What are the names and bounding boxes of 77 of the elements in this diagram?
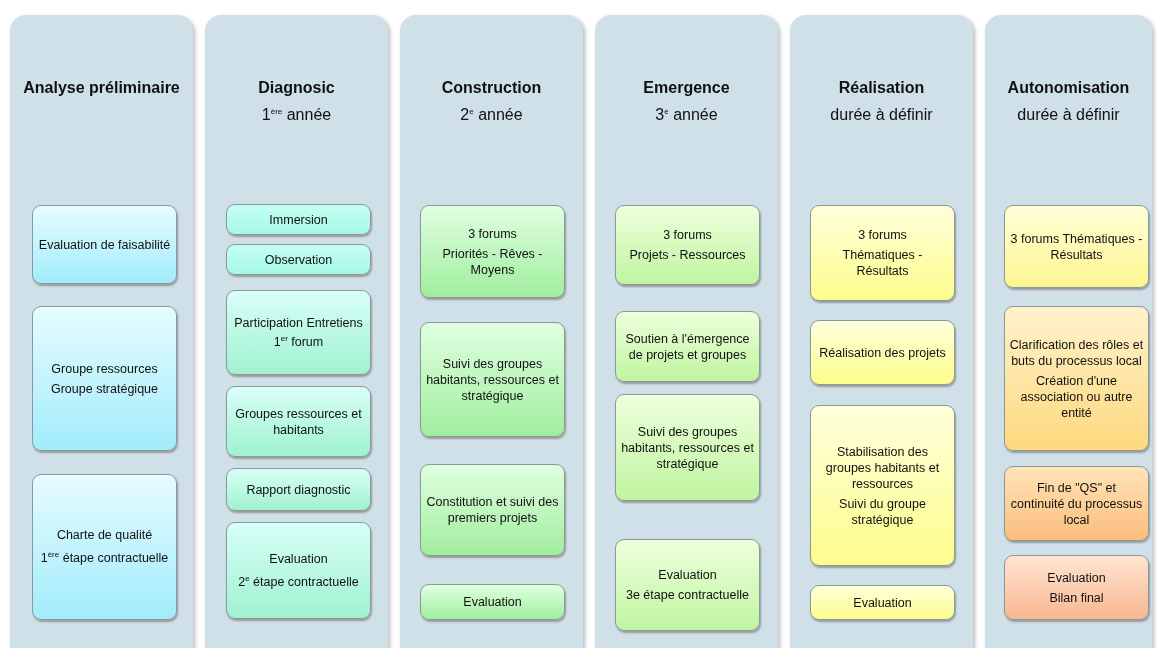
phase-title: Autonomisation: [1007, 78, 1130, 98]
step-box: [810, 405, 955, 566]
step-text: Groupe ressources: [51, 360, 158, 377]
step-text: 3e étape contractuelle: [626, 587, 749, 603]
step-box: [226, 244, 371, 275]
step-text: Suivi du groupe stratégique: [838, 495, 927, 528]
step-text: Rapport diagnostic: [246, 481, 351, 498]
step-box: [1004, 466, 1149, 541]
step-text: Participation Entretiens 1$^{er}$ forum: [233, 314, 364, 351]
step-text: Réalisation des projets: [819, 344, 946, 361]
step-text: Charte de qualité: [56, 527, 153, 544]
phase-title: Emergence: [643, 78, 730, 98]
step-text: Clarification des rôles et buts du processus local: [1009, 336, 1144, 369]
step-box: [32, 205, 177, 284]
step-box: [1004, 555, 1149, 620]
step-box: [615, 394, 760, 501]
step-text: Groupes ressources et habitants: [234, 405, 363, 438]
step-text: Priorités - Rêves - Moyens: [441, 245, 544, 278]
phase-title: Construction: [441, 78, 542, 98]
step-text: Stabilisation des groupes habitants et ressources: [824, 443, 941, 492]
step-box: [226, 468, 371, 511]
step-text: Evaluation: [658, 567, 717, 583]
phase-duration: 3$^{e}$ année: [655, 106, 718, 124]
step-text: Projets - Ressources: [629, 247, 746, 263]
step-text: 3 forums: [468, 225, 517, 242]
step-box: [615, 539, 760, 631]
step-box: [615, 311, 760, 382]
step-box: [1004, 306, 1149, 451]
step-text: Création d'une association ou autre entité: [1019, 372, 1134, 421]
step-box: [810, 585, 955, 620]
phase-title: Diagnosic: [258, 78, 335, 98]
step-text: Evaluation de faisabilité: [38, 236, 171, 253]
phase-title: Analyse préliminaire: [23, 78, 180, 98]
step-text: Evaluation: [853, 594, 912, 611]
step-text: Evaluation: [463, 594, 522, 610]
step-box: [226, 386, 371, 457]
phase-duration: durée à définir: [1017, 106, 1120, 124]
step-text: 3 forums Thématiques - Résultats: [1009, 230, 1144, 263]
step-text: Fin de "QS" et continuité du processus local: [1009, 479, 1144, 528]
step-box: [420, 322, 565, 437]
step-text: Constitution et suivi des premiers projets: [425, 494, 560, 526]
step-text: Soutien à l'émergence de projets et groupes: [624, 330, 751, 363]
step-box: [226, 204, 371, 235]
step-text: Bilan final: [1049, 589, 1104, 606]
step-text: 3 forums: [858, 227, 907, 243]
phase-column: [790, 15, 973, 648]
phase-title: Réalisation: [838, 78, 925, 98]
step-box: [420, 584, 565, 620]
step-text: Evaluation: [269, 550, 328, 567]
step-text: Observation: [264, 251, 333, 268]
phase-column: [205, 15, 388, 648]
step-text: 1$^{ère}$ étape contractuelle: [40, 549, 169, 567]
step-box: [226, 290, 371, 375]
step-text: 2$^{e}$ étape contractuelle: [238, 572, 359, 591]
phase-duration: 1$^{ère}$ année: [261, 106, 332, 124]
step-text: Suivi des groupes habitants, ressources et stratégique: [425, 355, 560, 404]
phase-column: [985, 15, 1152, 648]
step-text: 3 forums: [663, 227, 712, 243]
step-box: [32, 306, 177, 451]
phase-column: [400, 15, 583, 648]
step-box: [420, 205, 565, 298]
phase-column: [10, 15, 193, 648]
phase-column: [595, 15, 778, 648]
phase-duration: durée à définir: [830, 106, 933, 124]
step-text: Immersion: [269, 211, 328, 228]
step-text: Groupe stratégique: [51, 380, 158, 397]
step-box: [615, 205, 760, 285]
step-box: [226, 522, 371, 619]
step-box: [1004, 205, 1149, 288]
step-box: [32, 474, 177, 620]
step-text: Suivi des groupes habitants, ressources et stratégique: [620, 423, 755, 472]
step-box: [420, 464, 565, 556]
step-box: [810, 205, 955, 301]
step-text: Evaluation: [1047, 569, 1106, 586]
step-text: Thématiques - Résultats: [841, 247, 924, 279]
step-box: [810, 320, 955, 385]
phase-duration: 2$^{e}$ année: [460, 106, 523, 124]
